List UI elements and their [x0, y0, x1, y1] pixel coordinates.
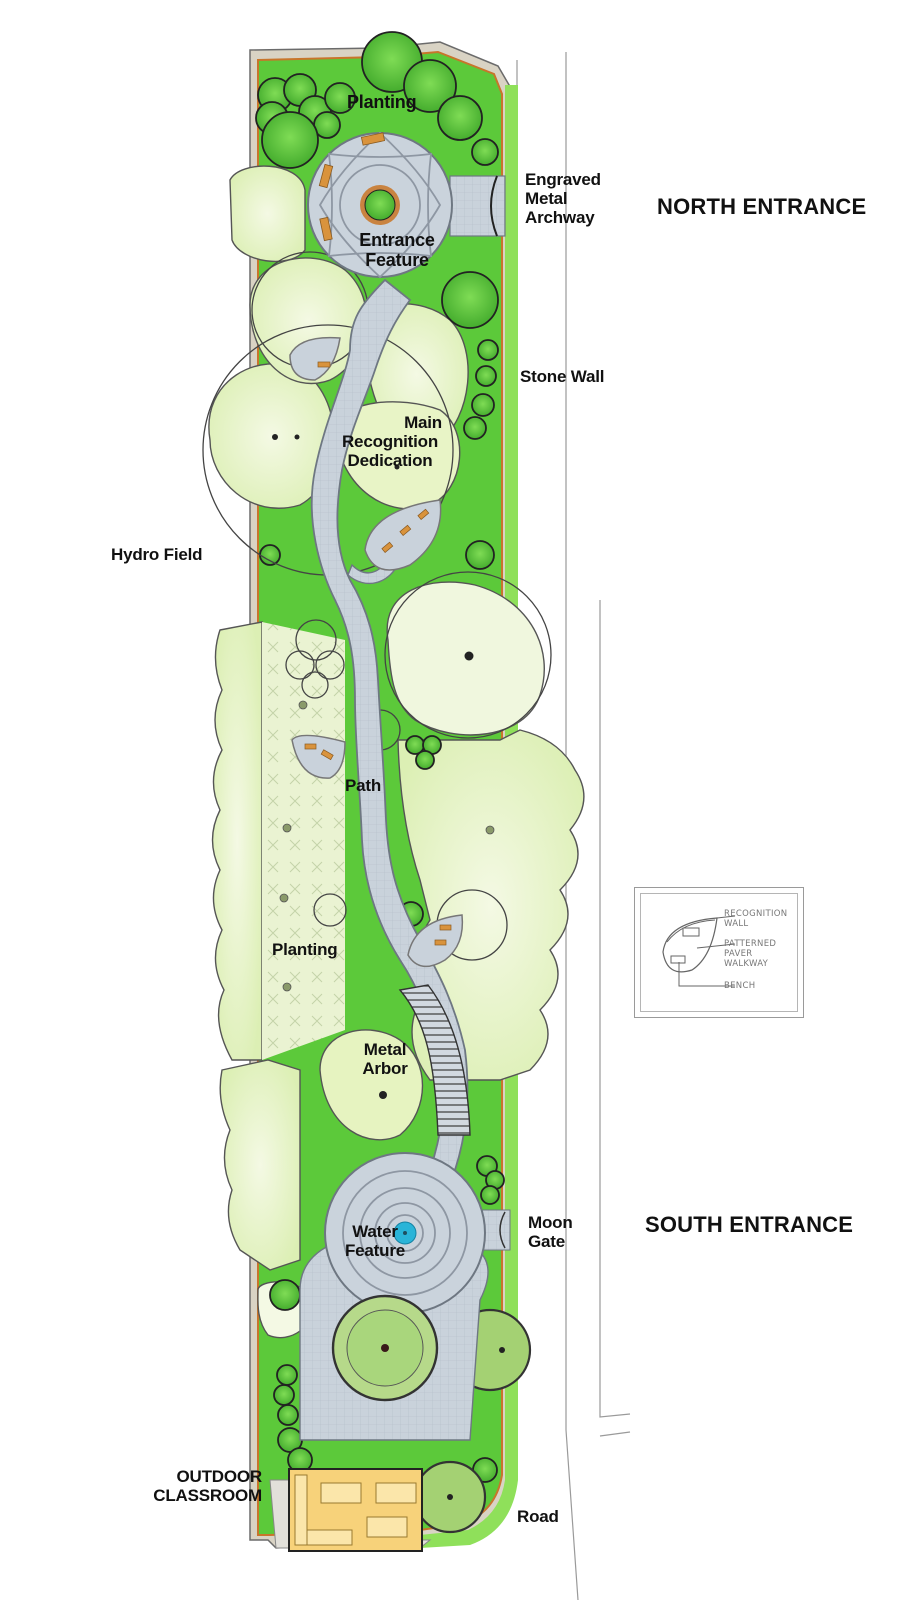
label-line: Dedication	[347, 451, 433, 471]
label-line: Metal	[363, 1040, 407, 1059]
label-line: Entrance	[359, 230, 435, 250]
label-main-recognition-dedication: Main Recognition Dedication	[330, 413, 450, 470]
legend-line: PAVER	[724, 948, 753, 959]
label-planting-mid: Planting	[272, 940, 338, 959]
legend-inner-border	[640, 893, 798, 1012]
label-line: Recognition	[341, 432, 438, 452]
legend-line: WALKWAY	[724, 958, 769, 969]
label-line: Main	[404, 413, 442, 432]
label-line: Metal	[525, 189, 568, 209]
legend-item-recognition-wall: RECOGNITION WALL	[724, 909, 788, 930]
label-water-feature: Water Feature	[335, 1222, 415, 1260]
label-outdoor-classroom: OUTDOOR CLASSROOM	[142, 1467, 262, 1505]
legend: RECOGNITION WALL PATTERNED PAVER WALKWAY…	[634, 887, 804, 1018]
label-north-entrance: NORTH ENTRANCE	[657, 194, 867, 219]
legend-line: PATTERNED	[724, 939, 777, 949]
road-green-strip	[420, 85, 518, 1548]
label-line: Gate	[528, 1232, 565, 1252]
entrance-feature-plaza	[307, 131, 506, 279]
label-entrance-feature: Entrance Feature	[352, 230, 442, 270]
legend-line: RECOGNITION	[724, 909, 788, 919]
label-line: Arbor	[362, 1059, 408, 1079]
label-road: Road	[517, 1507, 559, 1526]
label-moon-gate: Moon Gate	[528, 1213, 573, 1251]
legend-item-bench: BENCH	[724, 981, 756, 992]
label-planting-top: Planting	[347, 92, 417, 112]
label-line: Water	[352, 1222, 398, 1241]
label-hydro-field: Hydro Field	[111, 545, 203, 564]
label-engraved-metal-archway: Engraved Metal Archway	[525, 170, 601, 227]
metal-arbor-stairs	[398, 984, 471, 1136]
label-metal-arbor: Metal Arbor	[350, 1040, 420, 1078]
legend-leaf-icon	[662, 915, 736, 987]
tree-canopies	[255, 31, 505, 1483]
label-line: Feature	[365, 250, 429, 271]
benches	[304, 361, 452, 946]
label-line: CLASSROOM	[153, 1486, 262, 1506]
label-line: Feature	[344, 1241, 405, 1261]
legend-line: BENCH	[724, 981, 756, 991]
legend-line: WALL	[724, 918, 749, 929]
label-line: Engraved	[525, 170, 601, 189]
label-line: Moon	[528, 1213, 573, 1232]
tree-trunk-dots	[272, 434, 474, 1099]
shrub-dots	[279, 700, 495, 992]
outdoor-classroom-deck	[269, 1468, 432, 1552]
label-south-entrance: SOUTH ENTRANCE	[645, 1212, 854, 1237]
label-stone-wall: Stone Wall	[520, 367, 605, 386]
legend-item-patterned-paver-walkway: PATTERNED PAVER WALKWAY	[724, 939, 777, 969]
label-line: Archway	[525, 208, 595, 228]
label-line: OUTDOOR	[176, 1467, 263, 1486]
label-path: Path	[345, 776, 382, 795]
